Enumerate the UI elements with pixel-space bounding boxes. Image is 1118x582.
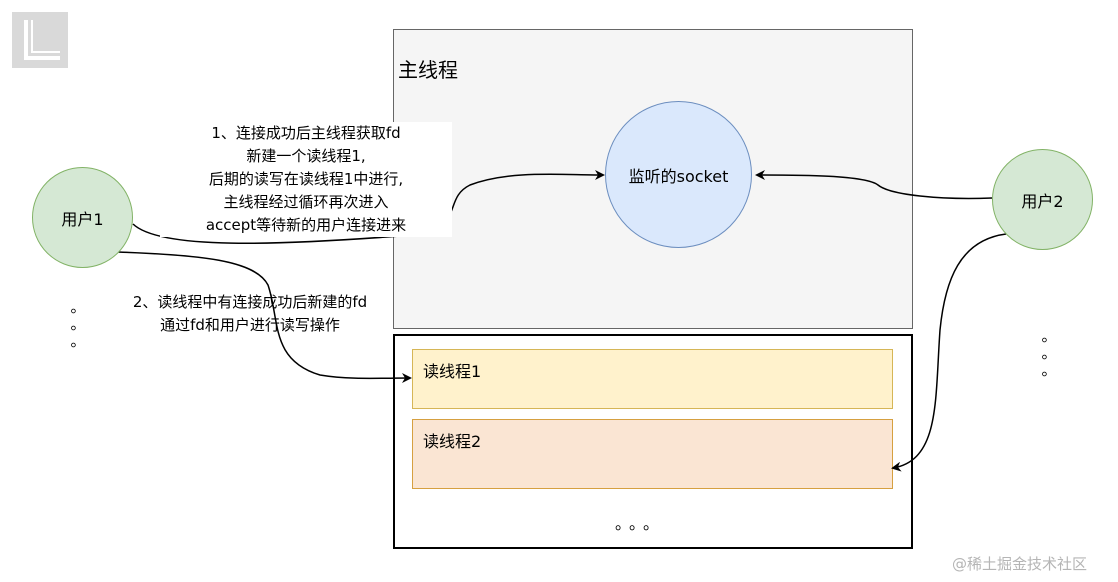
ellipsis-dot: 。 xyxy=(70,315,86,333)
note-1-line: 后期的读写在读线程1中进行, xyxy=(208,170,404,188)
arrow-user2-to-thread2 xyxy=(891,233,1007,472)
note-2-line: 2、读线程中有连接成功后新建的fd xyxy=(132,293,368,311)
read-threads-ellipsis: 。。。 xyxy=(614,514,665,533)
ellipsis-dot: 。 xyxy=(70,332,86,350)
note-step-2: 2、读线程中有连接成功后新建的fd 通过fd和用户进行读写操作 xyxy=(100,291,400,337)
more-users-ellipsis-right: 。 。 。 xyxy=(1041,328,1057,379)
read-thread-2: 读线程2 xyxy=(412,419,893,489)
arrow-user2-to-socket xyxy=(755,170,993,200)
note-1-line: 1、连接成功后主线程获取fd xyxy=(211,124,401,142)
logo-icon xyxy=(12,12,68,68)
user-1-label: 用户1 xyxy=(61,209,104,229)
watermark: @稀土掘金技术社区 xyxy=(952,555,1088,573)
user-1-node: 用户1 xyxy=(32,167,133,268)
ellipsis-dot: 。 xyxy=(1041,327,1057,345)
ellipsis-dot: 。 xyxy=(1041,344,1057,362)
note-step-1: 1、连接成功后主线程获取fd 新建一个读线程1, 后期的读写在读线程1中进行, … xyxy=(160,122,452,237)
main-thread-title: 主线程 xyxy=(398,58,458,82)
arrow-user1-to-thread1 xyxy=(117,251,412,384)
more-users-ellipsis-left: 。 。 。 xyxy=(70,299,86,350)
note-1-line: 新建一个读线程1, xyxy=(246,147,366,165)
ellipsis-dot: 。 xyxy=(1041,361,1057,379)
user-2-node: 用户2 xyxy=(992,149,1093,250)
ellipsis-dot: 。 xyxy=(70,298,86,316)
read-thread-1: 读线程1 xyxy=(412,349,893,409)
user-2-label: 用户2 xyxy=(1021,191,1064,211)
socket-label: 监听的socket xyxy=(628,166,729,186)
note-1-line: accept等待新的用户连接进来 xyxy=(205,216,407,234)
listening-socket-node: 监听的socket xyxy=(605,101,752,248)
note-2-line: 通过fd和用户进行读写操作 xyxy=(160,316,340,334)
note-1-line: 主线程经过循环再次进入 xyxy=(223,193,389,211)
